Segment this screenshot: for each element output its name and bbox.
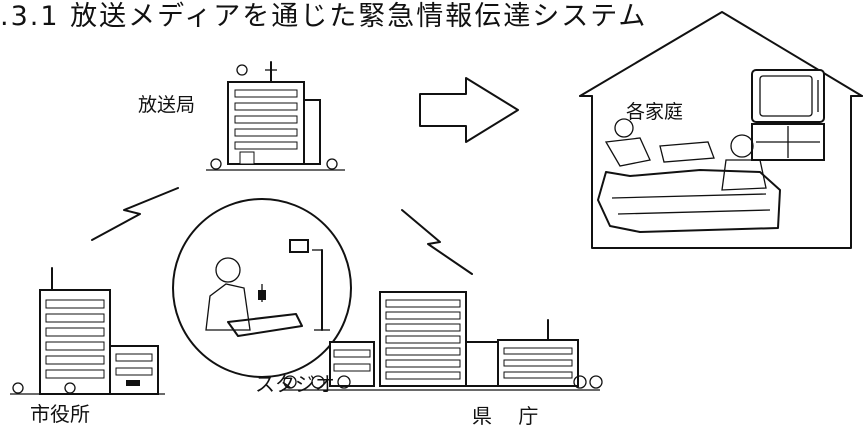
- house-outline: [579, 11, 863, 249]
- studio-circle: [172, 198, 352, 378]
- city-hall-building: [10, 267, 165, 395]
- radio-link-left: [91, 187, 179, 241]
- broadcast-station-building: [206, 61, 345, 171]
- broadcast-station-label: 放送局: [138, 94, 196, 116]
- prefectural-office-building: [282, 291, 603, 391]
- studio-label: スタジオ: [255, 372, 335, 396]
- radio-link-right: [401, 209, 473, 275]
- tv-icon: [751, 69, 825, 161]
- arrow-to-households: [419, 77, 519, 143]
- households-label: 各家庭: [626, 101, 684, 123]
- page-title: .3.1 放送メディアを通じた緊急情報伝達システム: [0, 1, 648, 32]
- city-hall-label: 市役所: [30, 402, 90, 426]
- family-sofa-icon: [597, 118, 781, 233]
- prefectural-office-label: 県 庁: [472, 404, 549, 428]
